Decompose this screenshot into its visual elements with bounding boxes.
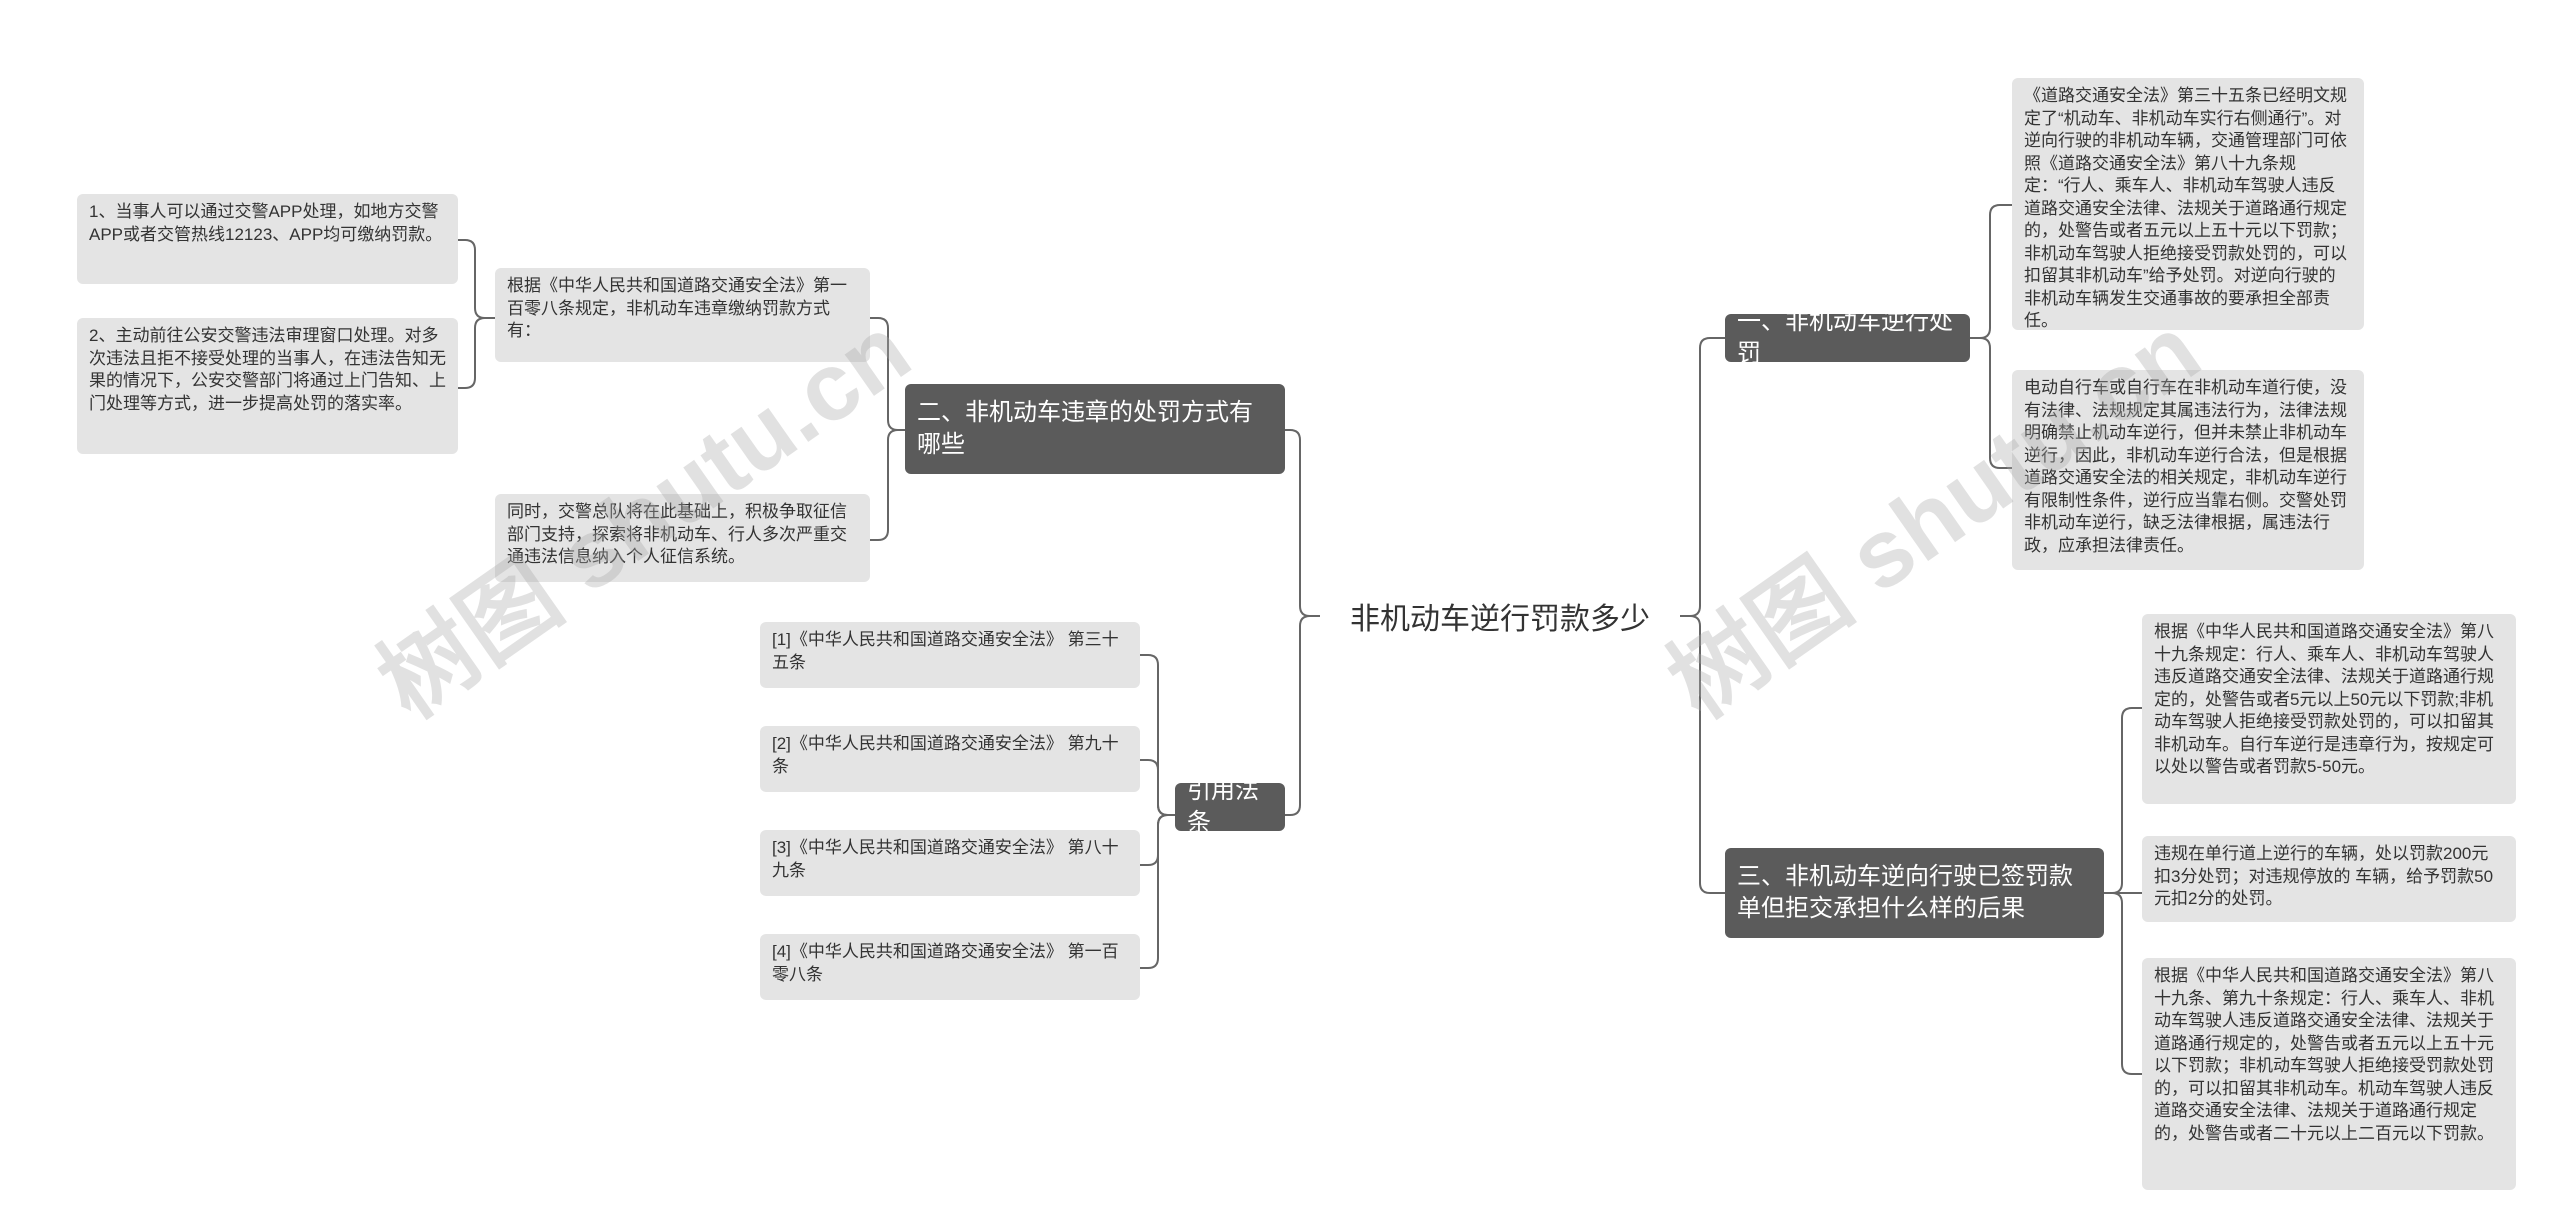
link-l2a-l2a1 (458, 239, 495, 319)
root-topic[interactable]: 非机动车逆行罚款多少 (1350, 603, 1650, 636)
link-b4-l4b (1140, 759, 1175, 816)
link-b4-l4d (1140, 814, 1175, 969)
leaf-citation-3[interactable]: [3]《中华人民共和国道路交通安全法》 第八十九条 (760, 830, 1140, 896)
leaf-citation-1[interactable]: [1]《中华人民共和国道路交通安全法》 第三十五条 (760, 622, 1140, 688)
leaf-app-payment[interactable]: 1、当事人可以通过交警APP处理，如地方交警APP或者交管热线12123、APP… (77, 194, 458, 284)
link-b1-r1b (1970, 337, 2012, 469)
branch-violation-penalty-methods[interactable]: 二、非机动车违章的处罚方式有哪些 (905, 384, 1285, 474)
leaf-citation-2[interactable]: [2]《中华人民共和国道路交通安全法》 第九十条 (760, 726, 1140, 792)
link-b1-r1a (1970, 204, 2012, 339)
link-root-b1 (1680, 337, 1725, 617)
link-root-b3 (1680, 615, 1725, 894)
leaf-traffic-law-art35[interactable]: 《道路交通安全法》第三十五条已经明文规定了“机动车、非机动车实行右侧通行”。对逆… (2012, 78, 2364, 330)
link-b2-l2a (870, 317, 905, 431)
link-b2-l2b (870, 429, 905, 541)
leaf-credit-system[interactable]: 同时，交警总队将在此基础上，积极争取征信部门支持，探索将非机动车、行人多次严重交… (495, 494, 870, 582)
leaf-ebike-reverse-legality[interactable]: 电动自行车或自行车在非机动车道行使，没有法律、法规规定其属违法行为，法律法规明确… (2012, 370, 2364, 570)
leaf-art108-payment[interactable]: 根据《中华人民共和国道路交通安全法》第一百零八条规定，非机动车违章缴纳罚款方式有… (495, 268, 870, 362)
branch-refuse-to-pay-consequence[interactable]: 三、非机动车逆向行驶已签罚款单但拒交承担什么样的后果 (1725, 848, 2104, 938)
link-root-b2 (1285, 429, 1320, 617)
branch-cited-laws[interactable]: 引用法条 (1175, 777, 1285, 836)
link-root-b4 (1285, 615, 1320, 816)
leaf-art89-fine[interactable]: 根据《中华人民共和国道路交通安全法》第八十九条规定：行人、乘车人、非机动车驾驶人… (2142, 614, 2516, 804)
link-l2a-l2a2 (458, 317, 495, 389)
link-b3-r3a (2104, 707, 2142, 894)
leaf-citation-4[interactable]: [4]《中华人民共和国道路交通安全法》 第一百零八条 (760, 934, 1140, 1000)
leaf-window-processing[interactable]: 2、主动前往公安交警违法审理窗口处理。对多次违法且拒不接受处理的当事人，在违法告… (77, 318, 458, 454)
link-b3-r3c (2104, 892, 2142, 1075)
branch-reverse-penalty[interactable]: 一、非机动车逆行处罚 (1725, 308, 1970, 367)
leaf-art89-art90[interactable]: 根据《中华人民共和国道路交通安全法》第八十九条、第九十条规定：行人、乘车人、非机… (2142, 958, 2516, 1190)
leaf-one-way-fine[interactable]: 违规在单行道上逆行的车辆，处以罚款200元扣3分处罚；对违规停放的 车辆，给予罚… (2142, 836, 2516, 922)
